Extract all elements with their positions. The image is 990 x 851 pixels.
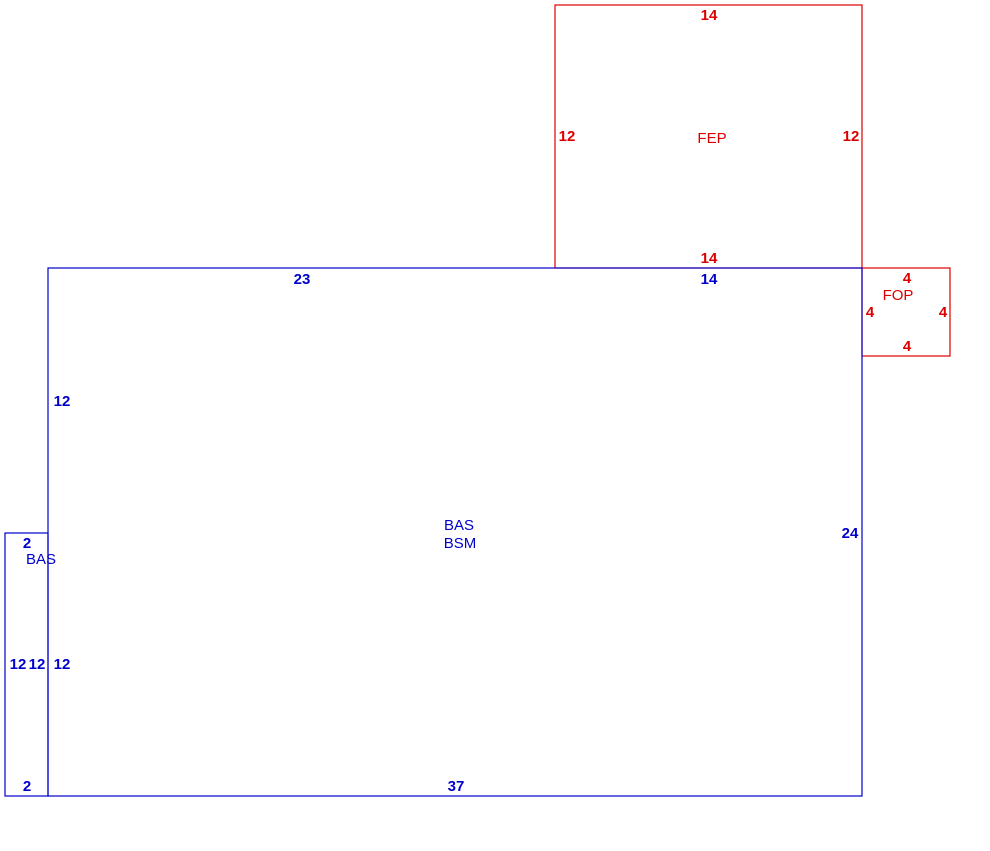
main-dim-bottom: 37 bbox=[448, 778, 465, 795]
side-label: BAS bbox=[26, 551, 56, 568]
main-dim-top-left: 23 bbox=[294, 271, 311, 288]
fop-dim-right: 4 bbox=[939, 304, 948, 321]
side-dim-top: 2 bbox=[23, 535, 31, 552]
fep-label: FEP bbox=[697, 130, 726, 147]
main-dim-left-lower: 12 bbox=[54, 656, 71, 673]
main-dim-right: 24 bbox=[842, 525, 859, 542]
side-dim-left: 12 bbox=[10, 656, 27, 673]
fep-dim-top: 14 bbox=[701, 7, 718, 24]
fep-dim-bottom: 14 bbox=[701, 250, 718, 267]
fop-label: FOP bbox=[883, 287, 914, 304]
main-living-area[interactable]: BAS BSM 23 14 24 37 12 12 bbox=[47, 267, 863, 797]
fep-dim-left: 12 bbox=[559, 128, 576, 145]
main-outline bbox=[47, 267, 863, 797]
fop-dim-left: 4 bbox=[866, 304, 875, 321]
side-dim-bottom: 2 bbox=[23, 778, 31, 795]
fep-area[interactable]: FEP 14 14 12 12 bbox=[554, 4, 863, 269]
fop-dim-top: 4 bbox=[903, 270, 912, 287]
main-label-bsm: BSM bbox=[444, 535, 477, 552]
main-dim-left-upper: 12 bbox=[54, 393, 71, 410]
fop-area[interactable]: FOP 4 4 4 4 bbox=[861, 267, 951, 357]
fop-dim-bottom: 4 bbox=[903, 338, 912, 355]
fep-dim-right: 12 bbox=[843, 128, 860, 145]
side-outline bbox=[4, 532, 49, 797]
main-label-bas: BAS bbox=[444, 517, 474, 534]
side-bas-area[interactable]: BAS 2 2 12 12 bbox=[4, 532, 56, 797]
side-dim-right: 12 bbox=[29, 656, 46, 673]
main-dim-top-right: 14 bbox=[701, 271, 718, 288]
